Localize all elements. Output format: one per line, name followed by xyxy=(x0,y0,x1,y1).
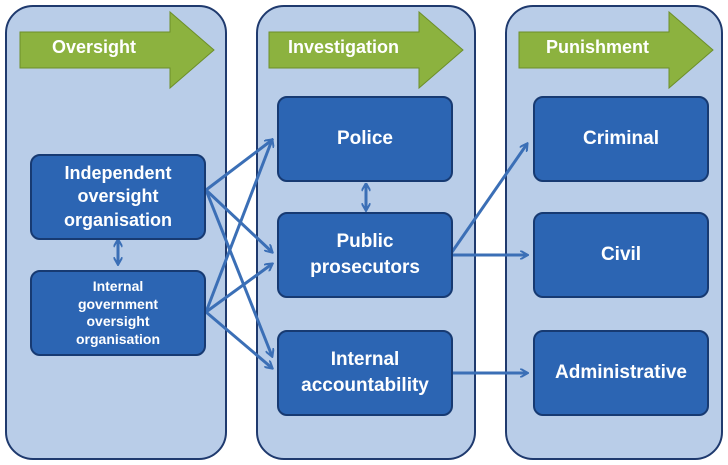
connector-independent-prosecutors xyxy=(204,188,272,252)
internal-accountability-label: Internal accountability xyxy=(301,349,429,396)
investigation-header-arrow-icon xyxy=(268,10,464,90)
oversight-header: Oversight xyxy=(52,37,137,57)
connector-internal-gov-police xyxy=(204,140,272,313)
public-prosecutors-label: Public prosecutors xyxy=(310,231,420,278)
punishment-header-arrow-icon xyxy=(518,10,714,90)
punishment-header: Punishment xyxy=(546,37,650,57)
oversight-header-arrow-icon xyxy=(19,10,215,90)
internal-accountability-box: Internal accountability xyxy=(277,330,453,416)
civil-label: Civil xyxy=(600,244,642,265)
administrative-box: Administrative xyxy=(533,330,709,416)
independent-oversight-box: Independent oversight organisation xyxy=(30,154,206,240)
connector-internal-gov-internal xyxy=(205,310,272,368)
internal-government-oversight-box: Internal government oversight organisati… xyxy=(30,270,206,356)
internal-government-oversight-label: Internal government oversight organisati… xyxy=(75,278,160,347)
administrative-label: Administrative xyxy=(555,362,687,383)
connector-independent-internal xyxy=(204,189,272,356)
public-prosecutors-box: Public prosecutors xyxy=(277,212,453,298)
investigation-header: Investigation xyxy=(288,37,400,57)
connector-prosecutors-criminal xyxy=(450,144,527,253)
connector-internal-gov-prosecutors xyxy=(205,264,272,314)
connector-independent-police xyxy=(205,140,272,192)
police-label: Police xyxy=(337,128,393,149)
criminal-box: Criminal xyxy=(533,96,709,182)
independent-oversight-label: Independent oversight organisation xyxy=(63,162,172,230)
civil-box: Civil xyxy=(533,212,709,298)
criminal-label: Criminal xyxy=(582,128,660,149)
police-box: Police xyxy=(277,96,453,182)
